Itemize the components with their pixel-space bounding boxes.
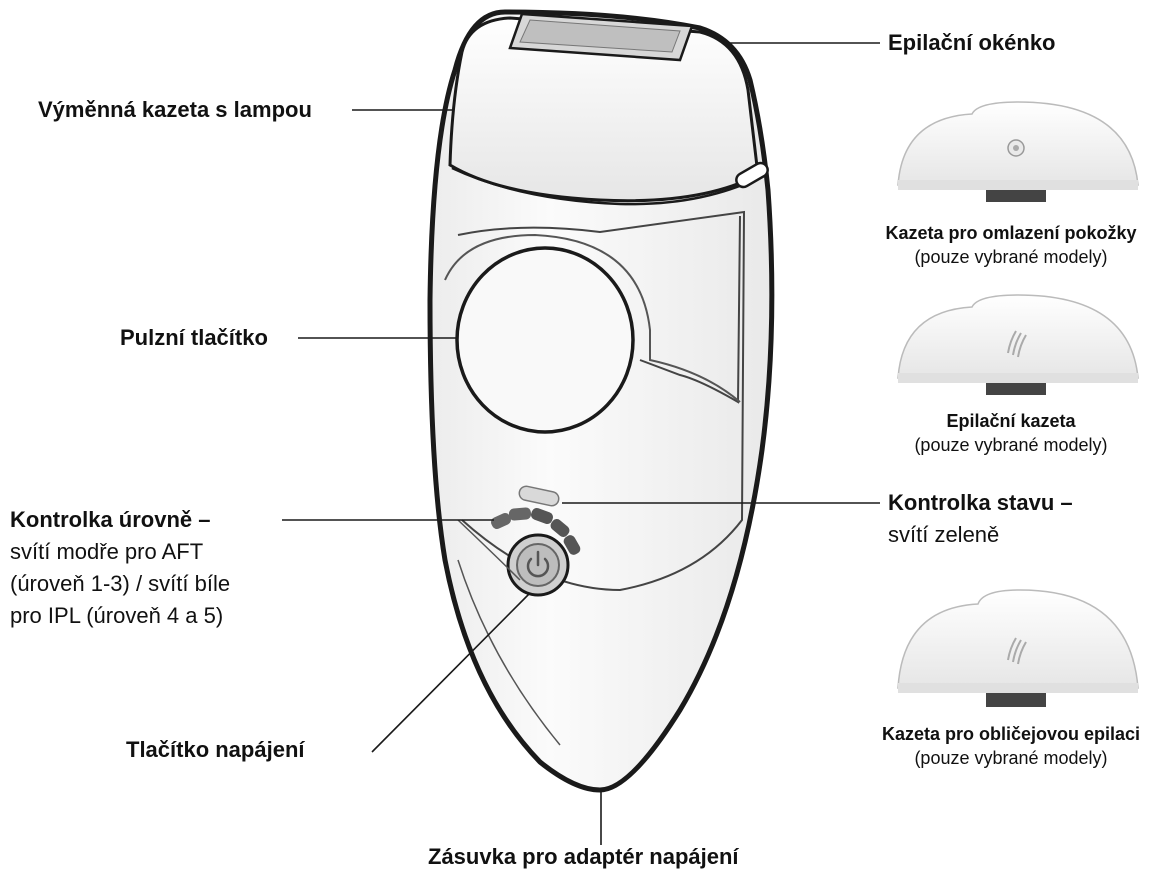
cartridge-epilation-note: (pouze vybrané modely) bbox=[914, 435, 1108, 455]
cartridge-skin-note: (pouze vybrané modely) bbox=[914, 247, 1108, 267]
front-panel-inner bbox=[639, 215, 741, 404]
level-light-1 bbox=[491, 512, 511, 530]
label-power-button: Tlačítko napájení bbox=[126, 737, 305, 762]
cartridge-facial bbox=[897, 589, 1139, 707]
cartridge-epilation bbox=[897, 294, 1139, 395]
label-pulse-button: Pulzní tlačítko bbox=[120, 325, 268, 350]
hair-icon-strand-2 bbox=[1012, 639, 1022, 663]
status-light bbox=[518, 485, 560, 507]
power-button bbox=[506, 533, 570, 597]
label-adapter-socket: Zásuvka pro adaptér napájení bbox=[428, 844, 739, 869]
hair-icon-strand-1 bbox=[1007, 330, 1017, 354]
cartridge-base bbox=[898, 373, 1138, 383]
hair-icon-strand-3 bbox=[1017, 641, 1027, 665]
hair-icon-strand-3 bbox=[1017, 334, 1027, 358]
level-lights bbox=[491, 507, 581, 555]
label-level-indicator-line1: svítí modře pro AFT bbox=[10, 539, 204, 564]
skin-icon-dot bbox=[1013, 145, 1019, 151]
hair-icon bbox=[1007, 330, 1027, 358]
label-level-indicator-line2: (úroveň 1-3) / svítí bíle bbox=[10, 571, 231, 596]
power-icon bbox=[526, 557, 550, 578]
label-status-indicator-sub: svítí zeleně bbox=[888, 522, 1000, 547]
cartridge-base bbox=[898, 683, 1138, 693]
leader-power-button bbox=[371, 592, 531, 753]
level-light-3 bbox=[531, 508, 553, 524]
pulse-button-ring bbox=[444, 233, 741, 403]
cartridge-connector bbox=[986, 383, 1046, 395]
label-status-indicator: Kontrolka stavu – bbox=[888, 490, 1073, 515]
label-lamp-cartridge: Výměnná kazeta s lampou bbox=[38, 97, 312, 122]
cartridge-base bbox=[898, 180, 1138, 190]
level-light-2 bbox=[508, 507, 532, 521]
level-light-4 bbox=[550, 519, 570, 537]
skin-rejuvenation-icon bbox=[1007, 139, 1025, 157]
level-light-5 bbox=[563, 535, 581, 555]
cartridge-dome bbox=[897, 589, 1139, 689]
hair-icon bbox=[1007, 637, 1027, 665]
label-epilation-window: Epilační okénko bbox=[888, 30, 1056, 55]
cartridge-skin bbox=[897, 101, 1139, 202]
hair-icon-strand-2 bbox=[1012, 332, 1022, 356]
cartridge-connector bbox=[986, 190, 1046, 202]
pulse-button bbox=[455, 246, 635, 434]
label-level-indicator: Kontrolka úrovně – bbox=[10, 507, 211, 532]
cartridge-epilation-name: Epilační kazeta bbox=[946, 411, 1076, 431]
lower-contour bbox=[457, 519, 561, 746]
cartridge-seam bbox=[451, 166, 759, 206]
hair-icon-strand-1 bbox=[1007, 637, 1017, 661]
side-indicator bbox=[735, 161, 769, 189]
leader-lines bbox=[282, 42, 880, 845]
cartridge-facial-name: Kazeta pro obličejovou epilaci bbox=[881, 724, 1141, 744]
cartridge-facial-note: (pouze vybrané modely) bbox=[914, 748, 1108, 768]
cartridge-connector bbox=[986, 693, 1046, 707]
label-level-indicator-line3: pro IPL (úroveň 4 a 5) bbox=[10, 603, 224, 628]
cartridge-skin-name: Kazeta pro omlazení pokožky bbox=[885, 223, 1137, 243]
epilation-window-glass bbox=[519, 19, 681, 53]
ipl-device bbox=[427, 9, 775, 793]
